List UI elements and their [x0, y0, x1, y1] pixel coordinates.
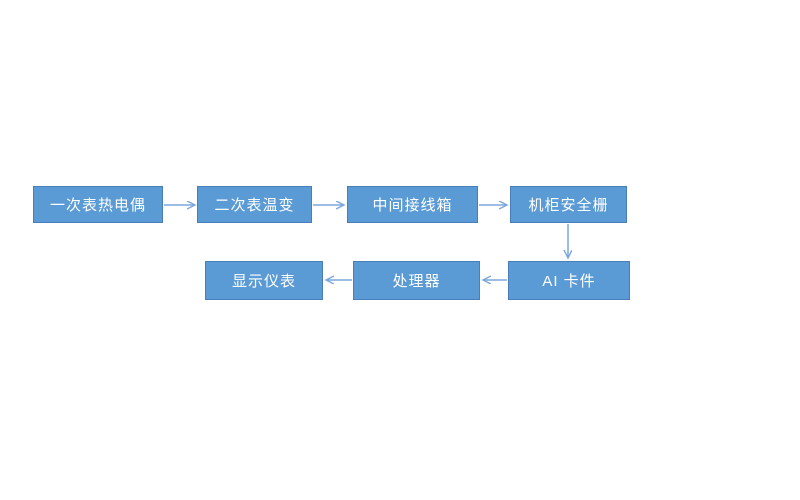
node-ai-card: AI 卡件: [508, 261, 630, 300]
node-processor: 处理器: [353, 261, 480, 300]
node-cabinet-safety-barrier: 机柜安全栅: [510, 186, 627, 223]
node-secondary-temp-transmitter: 二次表温变: [197, 186, 312, 223]
node-display-instrument: 显示仪表: [205, 261, 323, 300]
node-intermediate-junction-box: 中间接线箱: [347, 186, 478, 223]
node-primary-thermocouple: 一次表热电偶: [33, 186, 163, 223]
